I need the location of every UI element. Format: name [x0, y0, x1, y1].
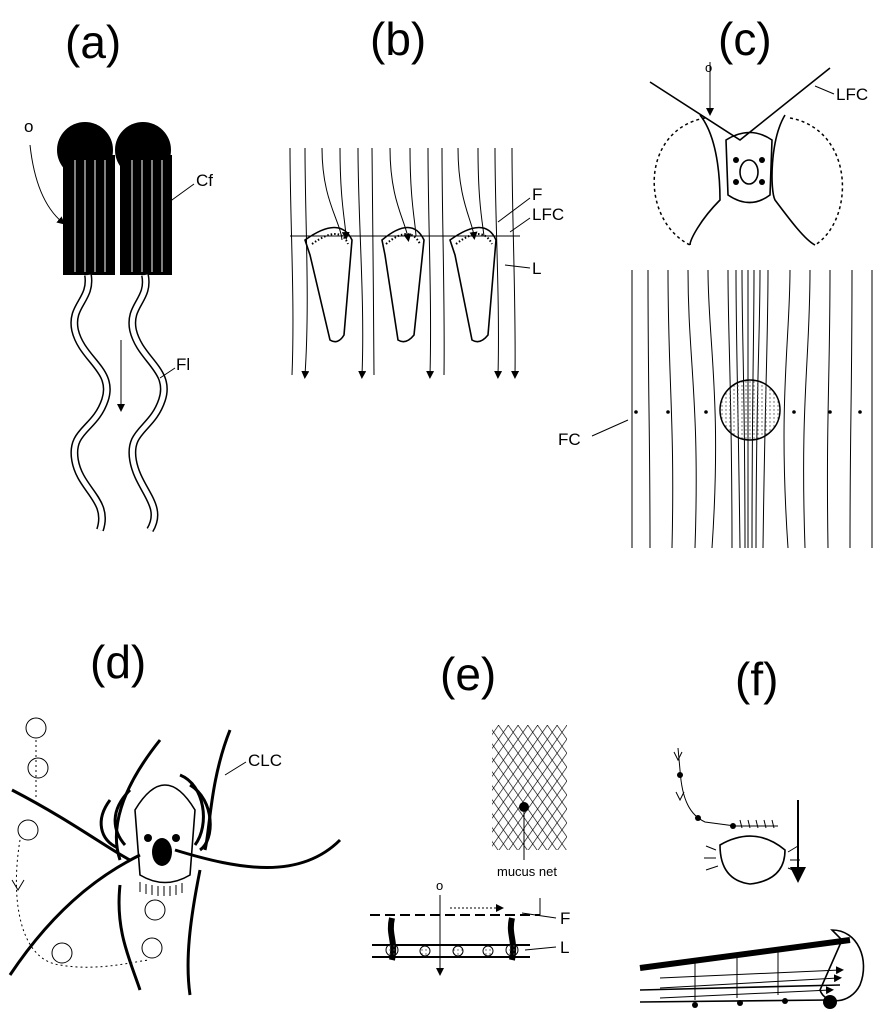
panel-a-label: (a) — [65, 16, 121, 68]
panel-e-label: (e) — [440, 648, 496, 700]
b-f-label: F — [532, 185, 542, 204]
particles-d — [18, 718, 165, 963]
panel-c-o-mark: o — [705, 60, 712, 75]
b-l-label: L — [532, 259, 541, 278]
panel-c: (c) o LFC — [558, 13, 872, 548]
panel-b-label: (b) — [370, 13, 426, 65]
panel-f-label: (f) — [735, 653, 778, 705]
panel-f: (f) — [640, 653, 864, 1009]
panel-d: (d) CLC — [10, 636, 340, 995]
cell-f — [704, 836, 800, 884]
panel-c-label: (c) — [718, 13, 772, 65]
c-fc-label: FC — [558, 430, 581, 449]
tube-f — [640, 930, 864, 1009]
fl-label: Fl — [176, 355, 190, 374]
choanocyte-cell-3 — [450, 228, 496, 342]
panel-d-label: (d) — [90, 636, 146, 688]
panel-a-o-mark: o — [24, 117, 33, 136]
panel-a: (a) o Cf Fl — [24, 16, 213, 530]
larva-body — [135, 785, 195, 896]
choanocyte-cell-2 — [382, 228, 424, 342]
b-lfc-label: LFC — [532, 205, 564, 224]
inflow-arrow — [30, 145, 62, 222]
panel-b: (b) F — [290, 13, 564, 375]
food-particle — [720, 380, 780, 440]
collar-right — [115, 122, 172, 275]
c-lfc-label: LFC — [836, 85, 868, 104]
cell-c — [726, 133, 772, 203]
e-mucus-label: mucus net — [497, 864, 557, 879]
cf-label: Cf — [196, 171, 213, 190]
d-clc-label: CLC — [248, 751, 282, 770]
filter-row — [372, 918, 530, 960]
panel-e: (e) mucus net o F L — [370, 648, 570, 972]
panel-e-o-mark: o — [436, 878, 443, 893]
e-l-label: L — [560, 938, 569, 957]
e-f-label: F — [560, 909, 570, 928]
choanocyte-cell-1 — [305, 228, 352, 342]
collar-left — [57, 122, 115, 275]
